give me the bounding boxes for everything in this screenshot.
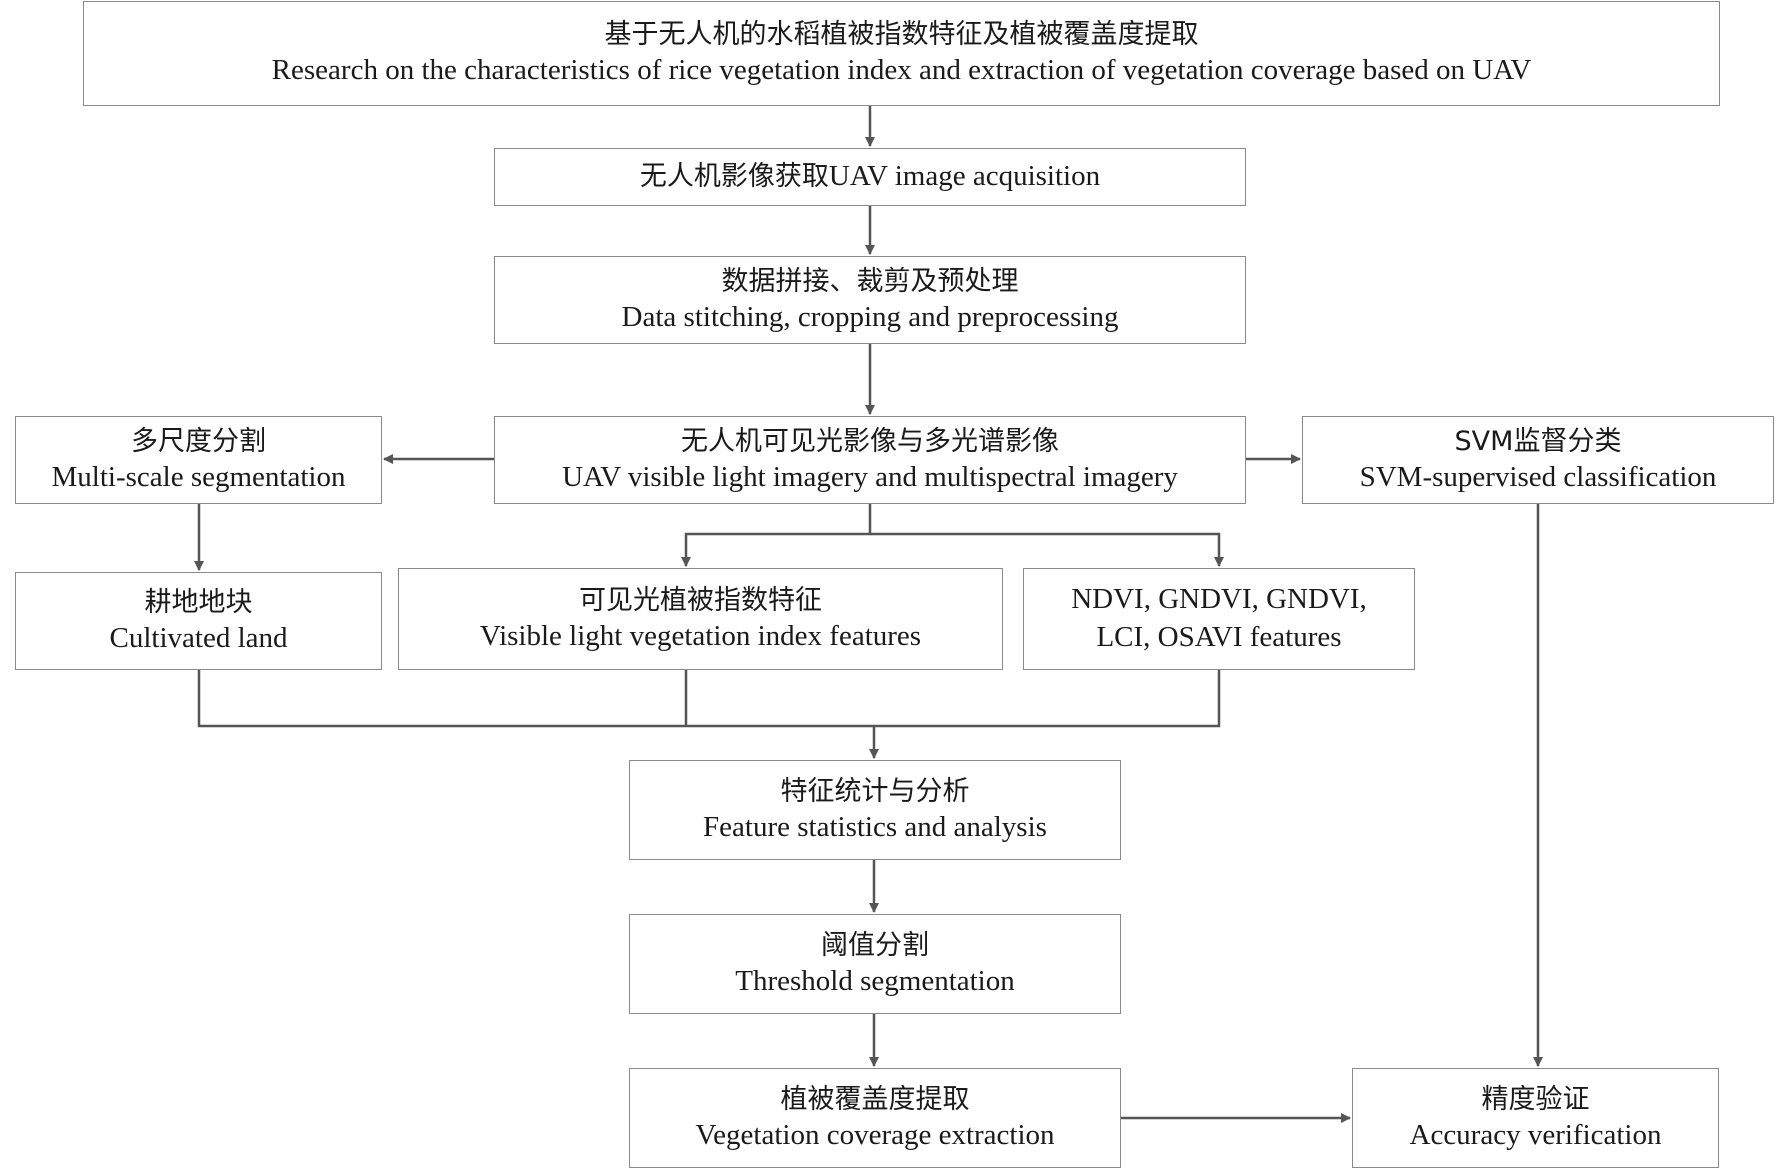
node-visible-vi-en: Visible light vegetation index features (479, 619, 922, 652)
connector-imagery-split (681, 504, 872, 567)
node-segmentation: 多尺度分割 Multi-scale segmentation (15, 416, 382, 504)
node-acquisition-label: 无人机影像获取UAV image acquisition (640, 158, 1100, 196)
node-imagery-en: UAV visible light imagery and multispect… (562, 460, 1178, 493)
node-threshold-zh: 阈值分割 (821, 929, 929, 961)
node-acquisition-zh: 无人机影像获取 (639, 161, 829, 193)
node-stats: 特征统计与分析 Feature statistics and analysis (629, 760, 1121, 860)
node-stats-zh: 特征统计与分析 (780, 775, 970, 807)
node-coverage-en: Vegetation coverage extraction (695, 1118, 1055, 1151)
node-title-zh: 基于无人机的水稻植被指数特征及植被覆盖度提取 (604, 19, 1199, 51)
node-title: 基于无人机的水稻植被指数特征及植被覆盖度提取 Research on the c… (83, 1, 1720, 106)
node-stats-en: Feature statistics and analysis (703, 810, 1047, 843)
node-visible-vi: 可见光植被指数特征 Visible light vegetation index… (398, 568, 1003, 670)
node-ms-vi: NDVI, GNDVI, GNDVI, LCI, OSAVI features (1023, 568, 1415, 670)
node-imagery: 无人机可见光影像与多光谱影像 UAV visible light imagery… (494, 416, 1246, 504)
node-acquisition: 无人机影像获取UAV image acquisition (494, 148, 1246, 206)
node-visible-vi-zh: 可见光植被指数特征 (579, 584, 822, 616)
node-threshold: 阈值分割 Threshold segmentation (629, 914, 1121, 1014)
node-preprocess: 数据拼接、裁剪及预处理 Data stitching, cropping and… (494, 256, 1246, 344)
node-accuracy-zh: 精度验证 (1481, 1083, 1590, 1115)
node-ms-vi-line2: LCI, OSAVI features (1096, 621, 1342, 653)
node-cultivated: 耕地地块 Cultivated land (15, 572, 382, 670)
node-svm: SVM监督分类 SVM-supervised classification (1302, 416, 1774, 504)
node-svm-zh: SVM监督分类 (1454, 425, 1622, 457)
connector-features-merge (197, 670, 1221, 728)
node-accuracy: 精度验证 Accuracy verification (1352, 1068, 1719, 1168)
node-acquisition-en: UAV image acquisition (828, 160, 1101, 193)
node-preprocess-en: Data stitching, cropping and preprocessi… (621, 300, 1119, 333)
connector-imagery-to-ms (870, 532, 1224, 567)
node-title-en: Research on the characteristics of rice … (271, 54, 1532, 87)
node-coverage: 植被覆盖度提取 Vegetation coverage extraction (629, 1068, 1121, 1168)
node-imagery-zh: 无人机可见光影像与多光谱影像 (681, 425, 1059, 457)
node-ms-vi-line1: NDVI, GNDVI, GNDVI, (1071, 583, 1367, 616)
node-threshold-en: Threshold segmentation (735, 964, 1015, 997)
node-svm-en: SVM-supervised classification (1359, 460, 1717, 493)
node-cultivated-en: Cultivated land (109, 621, 288, 654)
node-coverage-zh: 植被覆盖度提取 (780, 1083, 970, 1115)
node-segmentation-en: Multi-scale segmentation (51, 460, 346, 493)
node-accuracy-en: Accuracy verification (1409, 1118, 1662, 1151)
node-segmentation-zh: 多尺度分割 (131, 425, 266, 457)
node-cultivated-zh: 耕地地块 (144, 586, 253, 618)
node-preprocess-zh: 数据拼接、裁剪及预处理 (721, 265, 1019, 297)
